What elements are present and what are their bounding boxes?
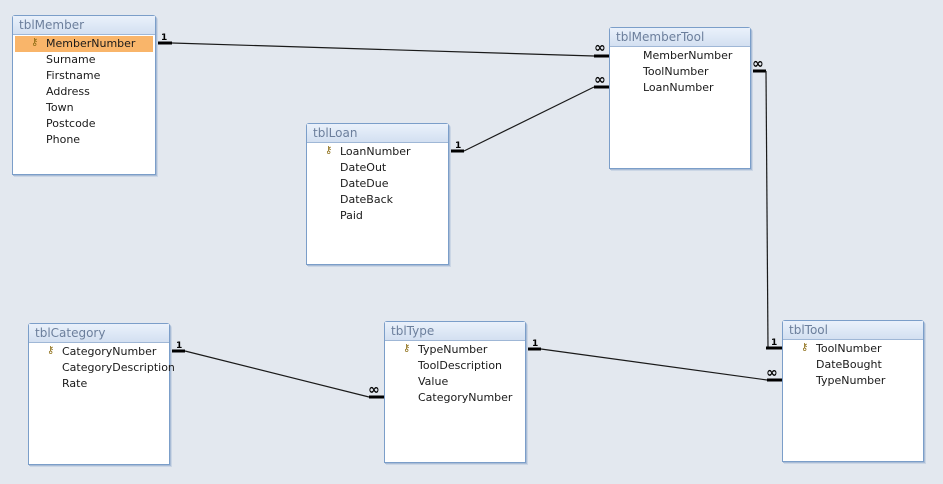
- field-tool-number[interactable]: ⚷ToolNumber: [801, 342, 882, 355]
- table-title[interactable]: tblMemberTool: [610, 28, 750, 47]
- field-list: ⚷CategoryNumber CategoryDescription Rate: [29, 343, 175, 392]
- relationship-tool-membertool[interactable]: ∞ 1: [751, 56, 782, 350]
- field-list: ⚷MemberNumber Surname Firstname Address …: [13, 35, 155, 148]
- relationship-type-tool[interactable]: 1 ∞: [526, 339, 782, 382]
- table-tblCategory[interactable]: tblCategory ⚷CategoryNumber CategoryDesc…: [28, 323, 175, 465]
- cardinality-many: ∞: [594, 72, 606, 88]
- cardinality-one: 1: [161, 33, 167, 43]
- field-date-due[interactable]: DateDue: [340, 177, 389, 190]
- field-value[interactable]: Value: [418, 375, 449, 388]
- field-postcode[interactable]: Postcode: [46, 117, 96, 130]
- cardinality-one: 1: [771, 338, 777, 348]
- field-date-back[interactable]: DateBack: [340, 193, 393, 206]
- field-member-number[interactable]: MemberNumber: [643, 49, 733, 62]
- table-title[interactable]: tblTool: [783, 321, 923, 340]
- field-tool-description[interactable]: ToolDescription: [418, 359, 503, 372]
- table-tblTool[interactable]: tblTool ⚷ToolNumber DateBought TypeNumbe…: [782, 320, 924, 462]
- field-list: ⚷TypeNumber ToolDescription Value Catego…: [385, 341, 525, 406]
- table-tblMember[interactable]: tblMember ⚷MemberNumber Surname Firstnam…: [12, 15, 156, 175]
- relationship-loan-membertool[interactable]: 1 ∞: [449, 72, 609, 153]
- field-type-number[interactable]: ⚷TypeNumber: [403, 343, 488, 356]
- table-tblType[interactable]: tblType ⚷TypeNumber ToolDescription Valu…: [384, 321, 526, 463]
- cardinality-many: ∞: [752, 56, 764, 72]
- cardinality-one: 1: [176, 341, 182, 351]
- field-category-description[interactable]: CategoryDescription: [62, 361, 175, 374]
- cardinality-many: ∞: [368, 382, 380, 398]
- field-address[interactable]: Address: [46, 85, 90, 98]
- key-icon: ⚷: [801, 342, 809, 353]
- field-category-number[interactable]: CategoryNumber: [418, 391, 513, 404]
- field-firstname[interactable]: Firstname: [46, 69, 101, 82]
- field-loan-number[interactable]: LoanNumber: [643, 81, 714, 94]
- field-surname[interactable]: Surname: [46, 53, 96, 66]
- field-date-out[interactable]: DateOut: [340, 161, 387, 174]
- field-member-number[interactable]: ⚷MemberNumber: [15, 36, 153, 52]
- table-title[interactable]: tblCategory: [29, 324, 169, 343]
- table-title[interactable]: tblMember: [13, 16, 155, 35]
- field-town[interactable]: Town: [46, 101, 74, 114]
- cardinality-many: ∞: [594, 40, 606, 56]
- table-tblMemberTool[interactable]: tblMemberTool MemberNumber ToolNumber Lo…: [609, 27, 751, 169]
- cardinality-one: 1: [455, 141, 461, 151]
- field-list: ⚷ToolNumber DateBought TypeNumber: [783, 340, 923, 389]
- cardinality-many: ∞: [766, 365, 778, 381]
- field-type-number[interactable]: TypeNumber: [816, 374, 886, 387]
- cardinality-one: 1: [532, 339, 538, 349]
- field-list: MemberNumber ToolNumber LoanNumber: [610, 47, 750, 96]
- field-tool-number[interactable]: ToolNumber: [643, 65, 709, 78]
- key-icon: ⚷: [325, 145, 333, 156]
- table-title[interactable]: tblType: [385, 322, 525, 341]
- key-icon: ⚷: [403, 343, 411, 354]
- table-tblLoan[interactable]: tblLoan ⚷LoanNumber DateOut DateDue Date…: [306, 123, 449, 265]
- field-loan-number[interactable]: ⚷LoanNumber: [325, 145, 411, 158]
- field-phone[interactable]: Phone: [46, 133, 81, 146]
- field-date-bought[interactable]: DateBought: [816, 358, 882, 371]
- field-rate[interactable]: Rate: [62, 377, 88, 390]
- table-title[interactable]: tblLoan: [307, 124, 448, 143]
- key-icon: ⚷: [31, 37, 39, 48]
- relationship-member-membertool[interactable]: 1 ∞: [157, 33, 609, 58]
- key-icon: ⚷: [47, 345, 55, 356]
- relationship-category-type[interactable]: 1 ∞: [170, 341, 384, 399]
- field-paid[interactable]: Paid: [340, 209, 363, 222]
- field-category-number[interactable]: ⚷CategoryNumber: [47, 345, 157, 358]
- field-list: ⚷LoanNumber DateOut DateDue DateBack Pai…: [307, 143, 448, 224]
